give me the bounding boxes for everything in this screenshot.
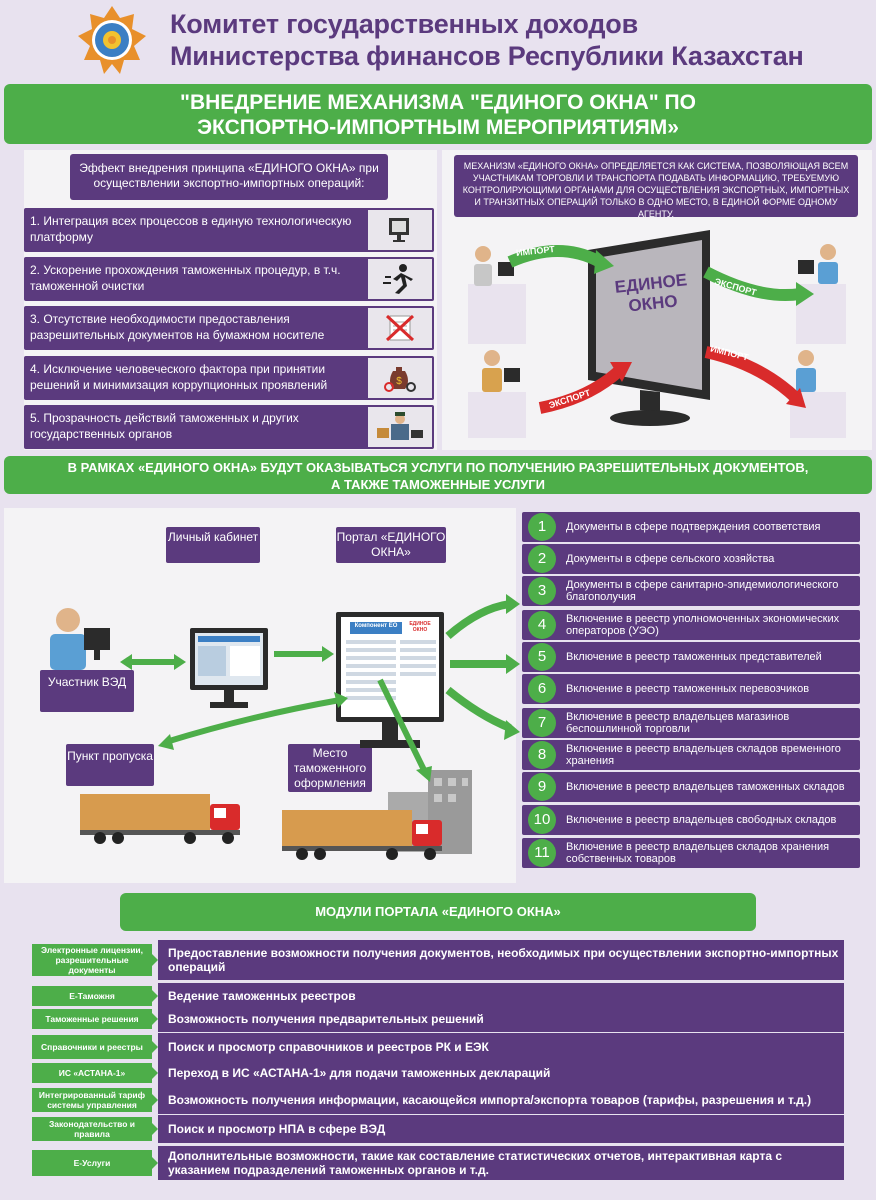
module-description: Возможность получения информации, касающ… [158, 1086, 844, 1114]
module-label: Законодательство и правила [32, 1117, 152, 1141]
organization-title: Комитет государственных доходов Министер… [170, 9, 804, 71]
module-description: Предоставление возможности получения док… [158, 940, 844, 980]
clearance-place-label: Место таможенного оформления [288, 744, 372, 792]
money-handcuffs-icon: $ [368, 358, 432, 398]
computer-icon [368, 210, 432, 250]
module-description: Поиск и просмотр НПА в сфере ВЭД [158, 1115, 844, 1143]
desk [468, 284, 526, 344]
module-label: Интегрированный тариф системы управления [32, 1088, 152, 1112]
desk [468, 392, 526, 438]
desk [796, 284, 846, 344]
checkpoint-label: Пункт пропуска [66, 744, 154, 786]
module-arrow [152, 1067, 158, 1079]
module-arrow [152, 1123, 158, 1135]
effects-header: Эффект внедрения принципа «ЕДИНОГО ОКНА»… [70, 154, 388, 200]
module-label: Справочники и реестры [32, 1035, 152, 1059]
page-header: Комитет государственных доходов Министер… [0, 0, 876, 80]
services-banner: В РАМКАХ «ЕДИНОГО ОКНА» БУДУТ ОКАЗЫВАТЬС… [4, 456, 872, 494]
customs-officer-icon [368, 407, 432, 447]
committee-emblem-icon [78, 6, 146, 74]
main-title-banner: "ВНЕДРЕНИЕ МЕХАНИЗМА "ЕДИНОГО ОКНА" ПО Э… [4, 84, 872, 144]
module-arrow [152, 1094, 158, 1106]
portal-logo-text: ЕДИНОЕ ОКНО [409, 621, 431, 633]
module-label: ИС «АСТАНА-1» [32, 1063, 152, 1083]
desk [790, 392, 846, 438]
module-label: Таможенные решения [32, 1009, 152, 1029]
module-arrow [152, 1041, 158, 1053]
module-description: Переход в ИС «АСТАНА-1» для подачи тамож… [158, 1060, 844, 1086]
module-arrow [152, 954, 158, 966]
effect-item: 3. Отсутствие необходимости предоставлен… [24, 306, 434, 350]
crossed-document-icon [368, 308, 432, 348]
module-description: Возможность получения предварительных ре… [158, 1006, 844, 1032]
effect-item: 5. Прозрачность действий таможенных и др… [24, 405, 434, 449]
module-label: Электронные лицензии, разрешительные док… [32, 944, 152, 976]
module-arrow [152, 990, 158, 1002]
running-man-icon [368, 259, 432, 299]
participant-label: Участник ВЭД [40, 670, 134, 712]
effect-item: 2. Ускорение прохождения таможенных проц… [24, 257, 434, 301]
module-label: Е-Услуги [32, 1150, 152, 1176]
portal-component-label: Компонент ЕО [354, 623, 398, 629]
module-description: Поиск и просмотр справочников и реестров… [158, 1033, 844, 1061]
module-label: Е-Таможня [32, 986, 152, 1006]
portal-label: Портал «ЕДИНОГО ОКНА» [336, 527, 446, 563]
personal-cabinet-label: Личный кабинет [166, 527, 260, 563]
module-description: Ведение таможенных реестров [158, 983, 844, 1009]
mechanism-description: Механизм «Единого окна» определяется как… [454, 155, 858, 219]
effect-item: 1. Интеграция всех процессов в единую те… [24, 208, 434, 252]
module-description: Дополнительные возможности, такие как со… [158, 1146, 844, 1180]
effect-item: 4. Исключение человеческого фактора при … [24, 356, 434, 400]
modules-banner: МОДУЛИ ПОРТАЛА «ЕДИНОГО ОКНА» [120, 893, 756, 931]
module-arrow [152, 1157, 158, 1169]
svg-text:$: $ [396, 376, 402, 387]
module-arrow [152, 1013, 158, 1025]
